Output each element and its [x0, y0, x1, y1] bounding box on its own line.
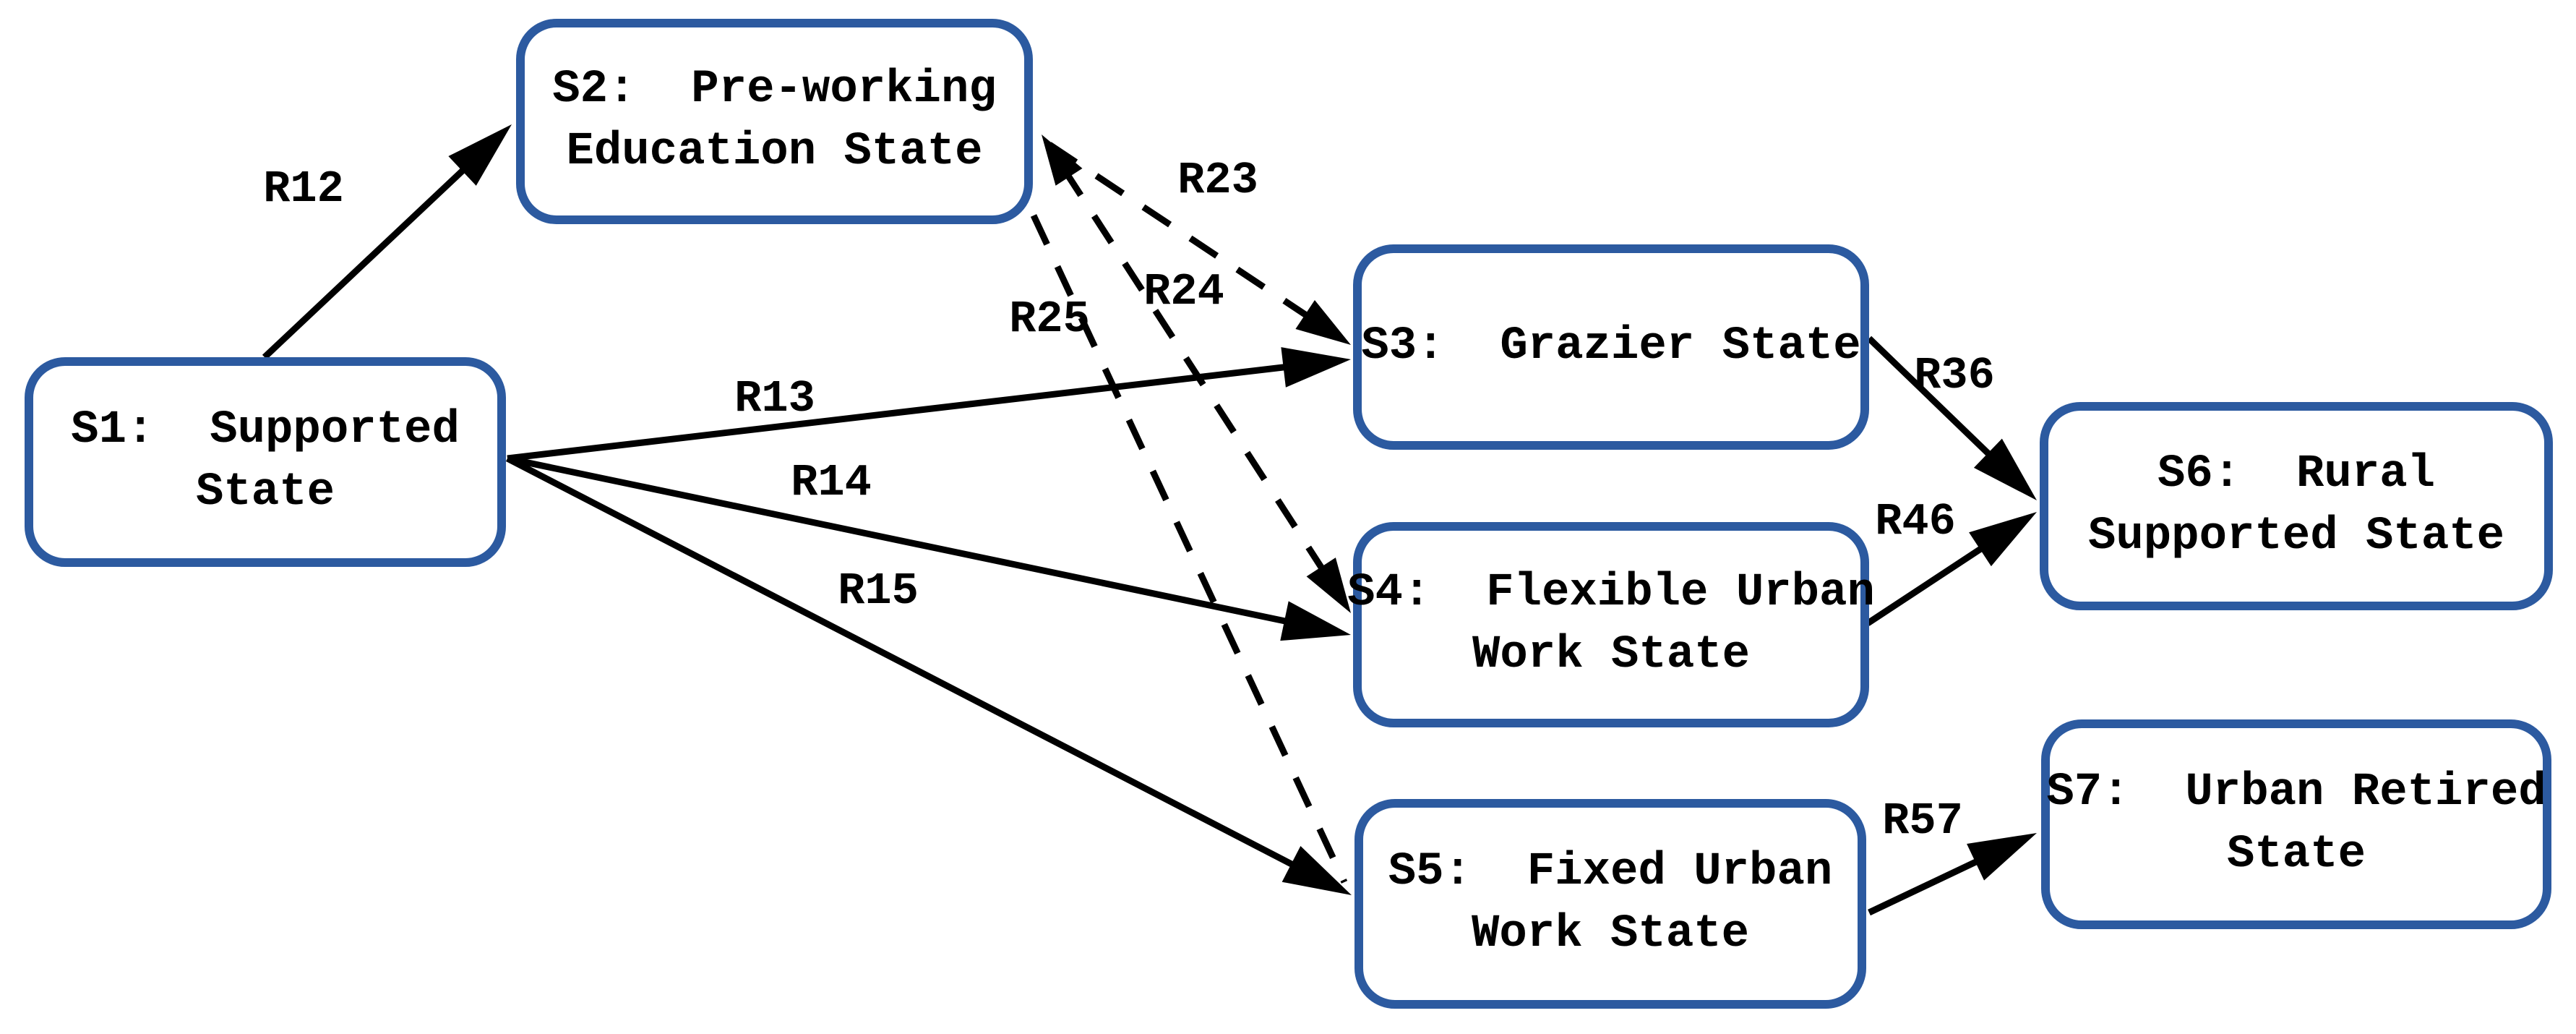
edge-label-r23: R23 [1177, 155, 1258, 206]
edge-label-r13: R13 [734, 373, 815, 424]
edge-label-r57: R57 [1882, 795, 1963, 847]
edge-label-r46: R46 [1875, 496, 1956, 547]
edge-label-r25: R25 [1009, 294, 1090, 345]
node-s4-label-line: Work State [1472, 629, 1751, 681]
edge-r36 [1866, 336, 2037, 500]
arrowhead-icon [1281, 845, 1352, 895]
arrowhead-icon [1967, 833, 2037, 881]
arrowhead-icon [1306, 557, 1351, 613]
arrowhead-icon [1969, 512, 2037, 567]
arrowhead-icon [1295, 299, 1351, 345]
edge-line-r36 [1866, 336, 2001, 466]
edge-label-r14: R14 [791, 457, 872, 508]
node-s6-label-line: Supported State [2087, 510, 2505, 563]
node-s2-label-line: S2: Pre-working [552, 64, 997, 116]
node-s1-label-line: S1: Supported [71, 404, 460, 457]
node-s4-label-line: S4: Flexible Urban [1347, 567, 1875, 620]
arrowhead-icon [1973, 438, 2037, 500]
edge-r24 [1042, 134, 1351, 613]
node-s3-label-line: S3: Grazier State [1361, 320, 1861, 373]
node-s6-label-line: S6: Rural [2157, 448, 2436, 501]
arrowhead-icon [1042, 134, 1083, 186]
node-s2-label-line: Education State [566, 126, 983, 178]
edge-r23 [1047, 142, 1351, 345]
edge-r15 [505, 456, 1352, 895]
node-s5-label-line: S5: Fixed Urban [1388, 846, 1833, 899]
edge-line-r15 [505, 456, 1305, 873]
node-s3: S3: Grazier State [1353, 244, 1869, 450]
arrowhead-icon [1280, 601, 1351, 641]
edge-label-r36: R36 [1914, 350, 1995, 401]
edge-line-r57 [1868, 853, 1989, 916]
edge-line-r13 [507, 362, 1297, 462]
edge-r13 [507, 347, 1351, 462]
node-s7-label-line: S7: Urban Retired [2046, 766, 2546, 819]
edge-line-r46 [1866, 539, 1993, 626]
arrowhead-icon [448, 124, 512, 186]
edge-line-r12 [262, 159, 475, 360]
edge-line-r25 [1030, 214, 1348, 884]
edge-label-r12: R12 [263, 163, 344, 215]
edge-r14 [507, 455, 1351, 641]
edge-line-r14 [507, 455, 1299, 628]
edge-r12 [262, 124, 512, 360]
node-s1-label-line: State [195, 466, 335, 518]
edge-r57 [1868, 833, 2037, 916]
edge-line-r24 [1060, 166, 1330, 578]
edge-label-r15: R15 [838, 565, 919, 617]
edge-r46 [1866, 512, 2037, 626]
arrowhead-icon [1281, 347, 1351, 388]
node-s7-label-line: State [2226, 829, 2366, 881]
edge-r25 [1030, 214, 1348, 884]
edge-label-r24: R24 [1143, 266, 1224, 317]
node-s5-label-line: Work State [1471, 908, 1750, 960]
